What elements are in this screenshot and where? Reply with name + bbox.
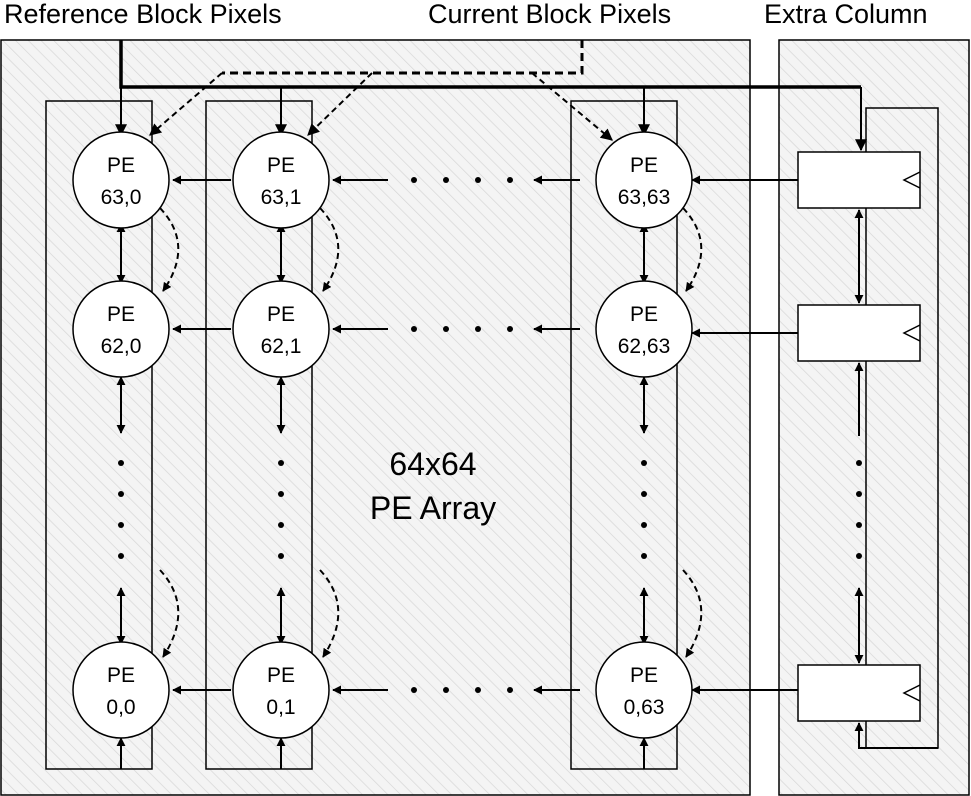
- row62-dots: [411, 326, 513, 332]
- cur-drop-col63: [531, 72, 613, 141]
- current-block-label: Current Block Pixels: [428, 0, 671, 29]
- array-label-line1: 64x64: [389, 446, 476, 482]
- pe-62-63: PE 62,63: [595, 280, 693, 378]
- cur-drop-col0: [149, 72, 223, 136]
- svg-text:PE: PE: [630, 664, 658, 687]
- column-0-loop: [45, 100, 153, 770]
- extra-register-bottom: [797, 664, 921, 722]
- svg-text:PE: PE: [107, 664, 135, 687]
- bottom-return-arrows: [116, 737, 649, 769]
- svg-text:PE: PE: [267, 303, 295, 326]
- svg-text:PE: PE: [267, 664, 295, 687]
- svg-text:63,1: 63,1: [261, 186, 302, 209]
- extra-loop-return: [854, 722, 938, 749]
- pe-62-0: PE 62,0: [72, 280, 170, 378]
- svg-text:0,63: 0,63: [624, 696, 665, 719]
- svg-text:0,0: 0,0: [106, 696, 135, 719]
- array-label-line2: PE Array: [370, 490, 496, 526]
- pe-62-1: PE 62,1: [232, 280, 330, 378]
- dashed-curves: [159, 207, 703, 658]
- svg-text:0,1: 0,1: [266, 696, 295, 719]
- pe-0-63: PE 0,63: [595, 641, 693, 739]
- column-63-loop: [570, 100, 678, 770]
- svg-text:62,63: 62,63: [618, 335, 671, 358]
- row0-dots: [411, 687, 513, 693]
- extra-column-label: Extra Column: [764, 0, 928, 29]
- column-1-loop: [205, 100, 313, 770]
- svg-text:63,63: 63,63: [618, 186, 671, 209]
- svg-text:63,0: 63,0: [101, 186, 142, 209]
- svg-text:62,1: 62,1: [261, 335, 302, 358]
- column-dots: [118, 460, 647, 559]
- row63-dots: [411, 177, 513, 183]
- svg-text:PE: PE: [267, 154, 295, 177]
- cur-drop-col1: [307, 72, 373, 136]
- extra-dots: [856, 460, 862, 559]
- pe-0-1: PE 0,1: [232, 641, 330, 739]
- pe-0-0: PE 0,0: [72, 641, 170, 739]
- extra-register-top: [797, 151, 921, 209]
- svg-text:PE: PE: [107, 154, 135, 177]
- svg-text:PE: PE: [630, 154, 658, 177]
- pe-63-0: PE 63,0: [72, 131, 170, 229]
- current-bus: [222, 40, 584, 75]
- pe-63-1: PE 63,1: [232, 131, 330, 229]
- svg-text:62,0: 62,0: [101, 335, 142, 358]
- pe-63-63: PE 63,63: [595, 131, 693, 229]
- reference-block-label: Reference Block Pixels: [4, 0, 282, 29]
- svg-text:PE: PE: [630, 303, 658, 326]
- extra-register-middle: [797, 304, 921, 362]
- column-vertical-links: [116, 223, 649, 645]
- svg-text:PE: PE: [107, 303, 135, 326]
